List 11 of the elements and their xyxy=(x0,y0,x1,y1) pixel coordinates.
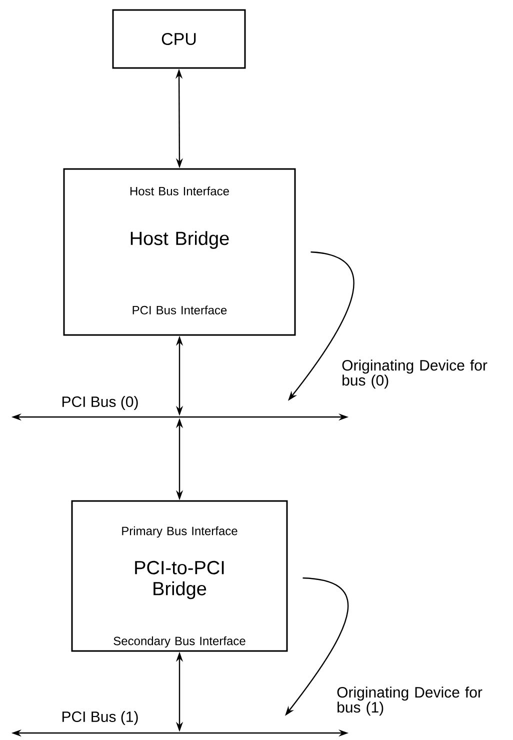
bridge-title: Host Bridge xyxy=(130,231,229,249)
box-label: CPU xyxy=(162,33,196,46)
interface-label: Host Bus Interface xyxy=(130,186,229,196)
interface-label: PCI Bus Interface xyxy=(132,306,227,314)
bus-label: PCI Bus (1) xyxy=(62,711,138,725)
interface-label: Secondary Bus Interface xyxy=(114,636,246,648)
bridge-title: PCI-to-PCI Bridge xyxy=(135,560,224,600)
bus-label: PCI Bus (0) xyxy=(62,396,138,410)
interface-label: Primary Bus Interface xyxy=(122,526,238,538)
edge-label: Originating Device for bus (0) xyxy=(342,360,488,389)
edge-label: Originating Device for bus (1) xyxy=(337,686,482,716)
